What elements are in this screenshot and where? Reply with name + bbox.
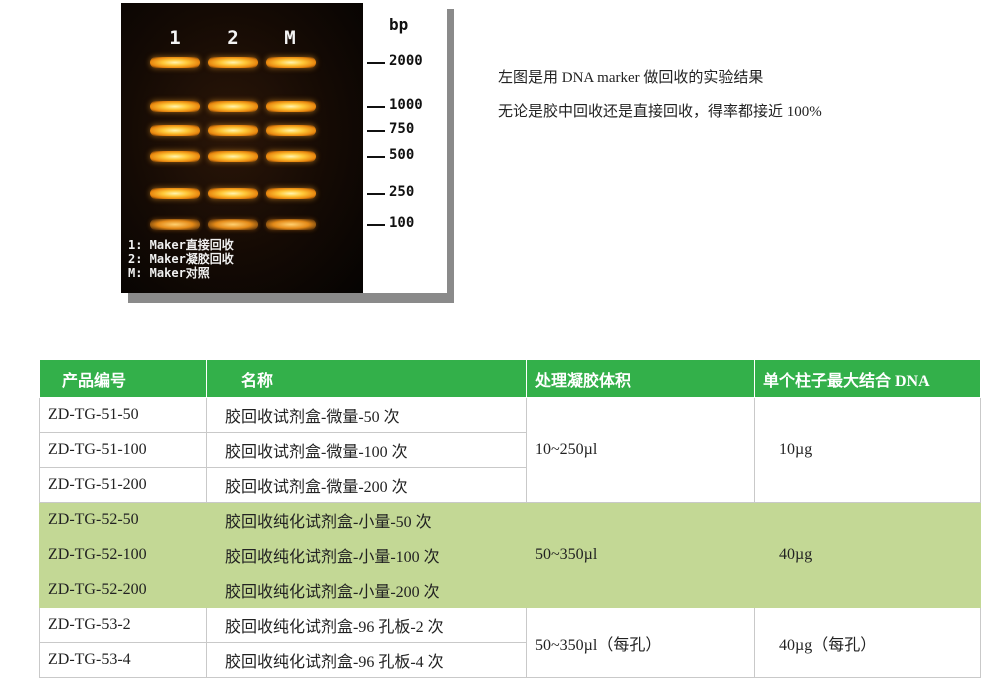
lane-label-1: 1 xyxy=(169,27,181,49)
product-name-cell: 胶回收试剂盒-微量-100 次 xyxy=(206,432,527,468)
gel-band xyxy=(208,151,258,162)
product-name-cell: 胶回收纯化试剂盒-96 孔板-4 次 xyxy=(206,642,527,678)
gel-band xyxy=(208,101,258,112)
gel-legend-line-3: M: Maker对照 xyxy=(128,266,210,280)
max-dna-cell: 10µg xyxy=(754,397,981,503)
max-dna-cell: 40µg（每孔） xyxy=(754,607,981,678)
gel-volume-cell: 10~250µl xyxy=(526,397,755,503)
gel-band xyxy=(150,151,200,162)
gel-band xyxy=(208,219,258,230)
table-row: ZD-TG-53-4 胶回收纯化试剂盒-96 孔板-4 次 xyxy=(39,642,981,678)
lane-label-m: M xyxy=(284,27,296,49)
product-code-cell: ZD-TG-51-100 xyxy=(39,432,207,468)
gel-legend-line-2: 2: Maker凝胶回收 xyxy=(128,252,234,266)
size-marker-line xyxy=(367,224,385,226)
gel-band xyxy=(266,188,316,199)
gel-band xyxy=(208,125,258,136)
size-marker-line xyxy=(367,106,385,108)
size-marker-label: 500 xyxy=(389,147,415,163)
size-marker-line xyxy=(367,62,385,64)
gel-band xyxy=(266,151,316,162)
product-code-cell: ZD-TG-52-200 xyxy=(39,572,207,608)
gel-band xyxy=(208,188,258,199)
size-marker-label: 100 xyxy=(389,215,415,231)
product-code-cell: ZD-TG-52-50 xyxy=(39,502,207,538)
product-name-cell: 胶回收纯化试剂盒-小量-100 次 xyxy=(206,537,527,573)
max-dna-cell: 40µg xyxy=(754,502,981,608)
table-row: ZD-TG-53-2 胶回收纯化试剂盒-96 孔板-2 次 50~350µl（每… xyxy=(39,607,981,678)
lane-label-2: 2 xyxy=(227,27,239,49)
header-max-dna: 单个柱子最大结合 DNA xyxy=(754,359,981,398)
gel-band xyxy=(150,125,200,136)
gel-band xyxy=(266,219,316,230)
description-line-1: 左图是用 DNA marker 做回收的实验结果 xyxy=(498,70,764,86)
product-code-cell: ZD-TG-53-4 xyxy=(39,642,207,678)
product-code-cell: ZD-TG-52-100 xyxy=(39,537,207,573)
table-row: ZD-TG-51-50 胶回收试剂盒-微量-50 次 10~250µl 10µg xyxy=(39,397,981,503)
gel-band xyxy=(150,101,200,112)
product-name-cell: 胶回收纯化试剂盒-小量-200 次 xyxy=(206,572,527,608)
product-name-cell: 胶回收试剂盒-微量-50 次 xyxy=(206,397,527,433)
gel-band xyxy=(150,219,200,230)
gel-band xyxy=(150,57,200,68)
size-marker-label: 250 xyxy=(389,184,415,200)
gel-image: 1 2 M 1: Maker直接回收 2: Maker凝胶回收 M: Maker… xyxy=(121,3,363,293)
gel-band xyxy=(208,57,258,68)
size-marker-label: 2000 xyxy=(389,53,423,69)
product-code-cell: ZD-TG-53-2 xyxy=(39,607,207,643)
product-code-cell: ZD-TG-51-200 xyxy=(39,467,207,503)
table-row: ZD-TG-52-100 胶回收纯化试剂盒-小量-100 次 xyxy=(39,537,981,573)
bp-unit-label: bp xyxy=(389,15,409,34)
header-product-code: 产品编号 xyxy=(39,359,207,398)
table-row: ZD-TG-51-200 胶回收试剂盒-微量-200 次 xyxy=(39,467,981,503)
gel-volume-cell: 50~350µl（每孔） xyxy=(526,607,755,678)
header-gel-volume: 处理凝胶体积 xyxy=(526,359,755,398)
size-marker-line xyxy=(367,156,385,158)
size-marker-line xyxy=(367,193,385,195)
gel-band xyxy=(150,188,200,199)
product-table: 产品编号 名称 处理凝胶体积 单个柱子最大结合 DNA ZD-TG-51-50 … xyxy=(39,359,981,678)
table-header-row: 产品编号 名称 处理凝胶体积 单个柱子最大结合 DNA xyxy=(39,359,981,398)
table-row: ZD-TG-52-200 胶回收纯化试剂盒-小量-200 次 xyxy=(39,572,981,608)
size-marker-line xyxy=(367,130,385,132)
table-row: ZD-TG-52-50 胶回收纯化试剂盒-小量-50 次 50~350µl 40… xyxy=(39,502,981,608)
size-marker-label: 750 xyxy=(389,121,415,137)
product-name-cell: 胶回收试剂盒-微量-200 次 xyxy=(206,467,527,503)
description-line-2: 无论是胶中回收还是直接回收，得率都接近 100% xyxy=(498,104,822,120)
gel-band xyxy=(266,125,316,136)
gel-legend-line-1: 1: Maker直接回收 xyxy=(128,238,234,252)
gel-band xyxy=(266,57,316,68)
product-code-cell: ZD-TG-51-50 xyxy=(39,397,207,433)
gel-band xyxy=(266,101,316,112)
gel-volume-cell: 50~350µl xyxy=(526,502,755,608)
gel-figure: 1 2 M 1: Maker直接回收 2: Maker凝胶回收 M: Maker… xyxy=(121,3,447,293)
product-name-cell: 胶回收纯化试剂盒-小量-50 次 xyxy=(206,502,527,538)
header-name: 名称 xyxy=(206,359,527,398)
product-name-cell: 胶回收纯化试剂盒-96 孔板-2 次 xyxy=(206,607,527,643)
size-marker-label: 1000 xyxy=(389,97,423,113)
